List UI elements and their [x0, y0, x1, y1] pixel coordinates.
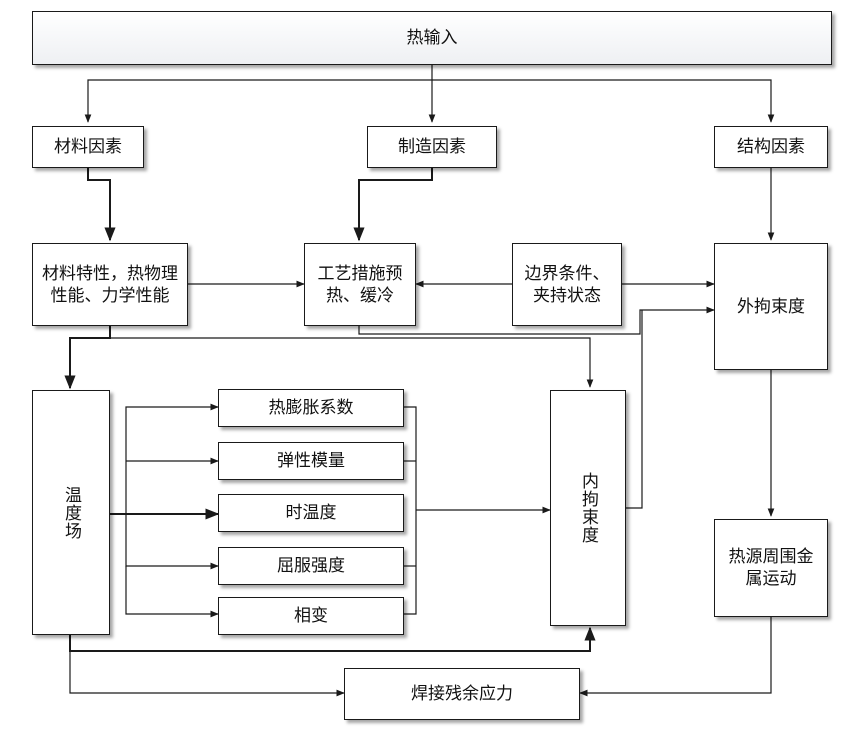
time-temperature-box: 时温度 [218, 494, 404, 532]
time-temperature-label: 时温度 [285, 503, 337, 523]
line-bracket [404, 406, 417, 615]
manufacturing-factor-box: 制造因素 [367, 126, 497, 168]
line-row2-to-internal [110, 337, 594, 388]
metal-movement-box: 热源周围金属运动 [714, 519, 828, 617]
line-process-to-external [358, 306, 715, 335]
internal-restraint-label: 内拘束度 [578, 472, 598, 544]
boundary-conditions-label: 边界条件、夹持状态 [524, 263, 610, 306]
material-properties-label: 材料特性，热物理性能、力学性能 [42, 263, 178, 306]
material-properties-box: 材料特性，热物理性能、力学性能 [32, 243, 188, 326]
line-properties-to-temperature [64, 326, 111, 390]
metal-movement-label: 热源周围金属运动 [728, 547, 814, 589]
thermal-expansion-box: 热膨胀系数 [218, 389, 404, 427]
phase-change-box: 相变 [218, 597, 404, 635]
line-movement-to-residual [579, 617, 772, 697]
yield-strength-box: 屈服强度 [218, 547, 404, 585]
line-temp-to-phase [125, 566, 219, 618]
material-factor-box: 材料因素 [32, 126, 144, 168]
line-heat-to-structural [432, 79, 775, 123]
manufacturing-factor-label: 制造因素 [398, 137, 466, 157]
residual-stress-label: 焊接残余应力 [411, 684, 513, 704]
structural-factor-box: 结构因素 [714, 126, 828, 168]
boundary-conditions-box: 边界条件、夹持状态 [512, 243, 622, 326]
line-material-factor-to-properties [87, 168, 116, 242]
process-measures-box: 工艺措施预热、缓冷 [304, 243, 416, 326]
line-temp-to-yield [125, 514, 219, 570]
external-restraint-box: 外拘束度 [714, 243, 828, 370]
line-internal-to-external [626, 310, 643, 509]
internal-restraint-box: 内拘束度 [550, 390, 626, 626]
line-temp-to-internal-bottom [69, 626, 596, 652]
structural-factor-label: 结构因素 [737, 137, 805, 157]
line-manufacturing-to-process [353, 168, 433, 242]
yield-strength-label: 屈服强度 [277, 556, 345, 576]
temperature-field-box: 温度场 [32, 390, 110, 635]
thermal-expansion-label: 热膨胀系数 [268, 398, 354, 418]
heat-input-label: 热输入 [406, 28, 458, 48]
heat-input-box: 热输入 [32, 11, 832, 65]
line-heat-to-material [84, 65, 433, 123]
elastic-modulus-label: 弹性模量 [277, 451, 345, 471]
line-temp-to-residual [69, 651, 345, 697]
residual-stress-box: 焊接残余应力 [344, 668, 580, 720]
material-factor-label: 材料因素 [54, 137, 122, 157]
process-measures-label: 工艺措施预热、缓冷 [317, 263, 403, 306]
phase-change-label: 相变 [294, 606, 328, 626]
external-restraint-label: 外拘束度 [737, 296, 805, 317]
elastic-modulus-box: 弹性模量 [218, 442, 404, 480]
temperature-field-label: 温度场 [61, 485, 81, 540]
